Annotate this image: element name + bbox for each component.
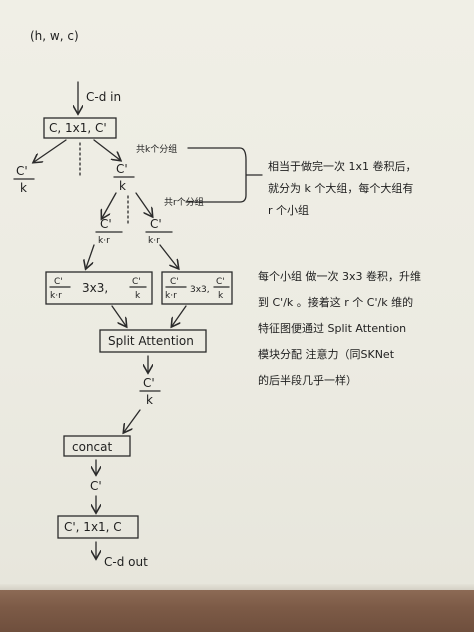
frac-kr-right-den: k·r: [148, 236, 160, 246]
split-attention-box: [99, 329, 207, 353]
conv3x3-left-in-num: C': [54, 277, 63, 287]
conv3x3-right-in-den: k·r: [165, 291, 177, 301]
conv3x3-left-in-den: k·r: [50, 291, 62, 301]
frac-kr-left-num: C': [100, 217, 112, 231]
frac-sa-den: k: [146, 393, 153, 407]
note1-line1: 相当于做完一次 1x1 卷积后，: [268, 159, 417, 173]
k-groups-label: 共k个分组: [136, 143, 177, 155]
conv3x3-left-mid: 3x3,: [82, 281, 108, 295]
conv-1x1-top-box: [43, 117, 117, 139]
note2-line3: 特征图便通过 Split Attention: [258, 321, 406, 335]
frac-right-num: C': [116, 162, 128, 176]
split-attention-label: Split Attention: [108, 334, 194, 348]
conv3x3-right-in-num: C': [170, 277, 179, 287]
conv3x3-right-mid: 3x3,: [190, 285, 210, 295]
desk-surface: [0, 590, 474, 632]
conv-1x1-bottom-box: [57, 515, 139, 539]
conv-3x3-left-box: [45, 271, 153, 305]
cd-out-label: C-d out: [104, 555, 148, 569]
input-shape: (h, w, c): [30, 29, 79, 43]
conv3x3-right-out-num: C': [216, 277, 225, 287]
arrow-to-3x3-right: [159, 244, 178, 268]
arrow-r-right: [135, 192, 152, 216]
frac-left-den: k: [20, 181, 27, 195]
frac-kr-left-den: k·r: [98, 236, 110, 246]
note2-line5: 的后半段几乎一样）: [258, 373, 357, 387]
conv-1x1-bottom-label: C', 1x1, C: [64, 520, 122, 534]
c-prime-label: C': [90, 479, 102, 493]
arrow-to-3x3-left: [86, 244, 95, 268]
frac-right-den: k: [119, 179, 126, 193]
note1-line2: 就分为 k 个大组，每个大组有: [268, 181, 413, 195]
brace-k-r: [185, 147, 263, 203]
conv3x3-right-out-den: k: [218, 291, 224, 301]
note2-line1: 每个小组 做一次 3x3 卷积，升维: [258, 269, 421, 283]
concat-label: concat: [72, 440, 112, 454]
arrow-k-left: [34, 139, 67, 162]
concat-box: [63, 435, 131, 457]
frac-sa-num: C': [143, 376, 155, 390]
conv3x3-left-out-den: k: [135, 291, 141, 301]
r-groups-label: 共r个分组: [164, 196, 204, 208]
note2-line4: 模块分配 注意力（同SKNet: [258, 347, 395, 361]
arrow-k-right: [93, 139, 120, 160]
paper-edge: [0, 584, 474, 592]
note1-line3: r 个小组: [268, 203, 309, 217]
frac-kr-right-num: C': [150, 217, 162, 231]
arrow-to-sa-right: [172, 305, 187, 326]
conv-3x3-right-box: [161, 271, 233, 305]
notebook-paper: [0, 0, 474, 590]
arrow-r-left: [102, 192, 117, 218]
frac-left-num: C': [16, 164, 28, 178]
arrow-to-sa-left: [111, 305, 126, 326]
conv-1x1-top-label: C, 1x1, C': [49, 121, 107, 135]
conv3x3-left-out-num: C': [132, 277, 141, 287]
note2-line2: 到 C'/k 。接着这 r 个 C'/k 维的: [258, 295, 413, 309]
cd-in-label: C-d in: [86, 90, 121, 104]
arrow-to-concat: [124, 409, 141, 432]
